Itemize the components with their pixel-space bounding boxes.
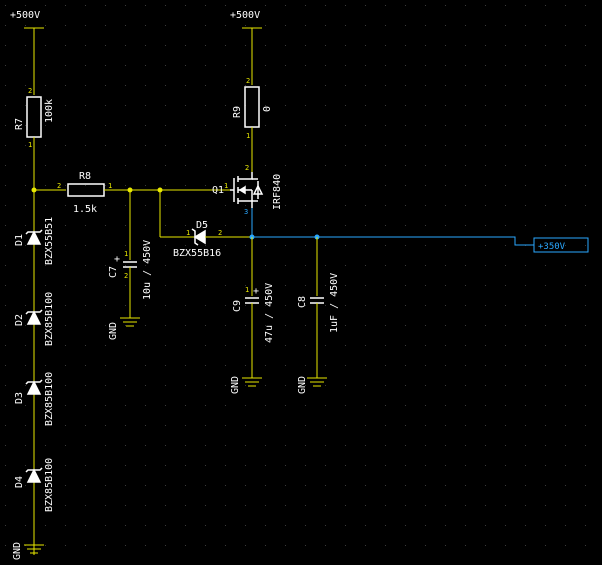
r9-ref: R9 [232,106,243,118]
zener-d4[interactable]: D4 BZX85B100 [14,458,55,512]
q1-drain [238,172,253,180]
r7-body [26,96,42,138]
r8-pin1: 1 [108,182,112,190]
d3-triangle [26,380,42,395]
d2-triangle [26,310,42,325]
d4-triangle [26,468,42,483]
q1-ref: Q1 [212,185,224,196]
r9-body [244,86,260,128]
supply-rail-right: +500V [230,10,262,85]
d5-pin2: 2 [218,229,222,237]
q1-pin1: 1 [224,182,228,190]
d2-bar [25,309,43,315]
ground-c7: GND [108,317,140,340]
vplus-right-label: +500V [230,10,260,21]
zener-d2[interactable]: D2 BZX85B100 [14,292,55,346]
net-label-box [533,237,589,253]
d5-ref: D5 [196,220,208,231]
r7-ref: R7 [14,118,25,130]
c7-ref: C7 [108,266,119,278]
d1-part: BZX55B51 [44,217,55,265]
zener-d3[interactable]: D3 BZX85B100 [14,372,55,426]
c9-plus: + [253,286,259,297]
ground-c8: GND [297,376,327,394]
net-label-350v[interactable]: +350V [533,237,589,253]
c9-gnd-label: GND [230,376,241,394]
d5-pin1: 1 [186,229,190,237]
r9-value: 0 [262,106,273,112]
c9-pin1: 1 [245,286,249,294]
d4-part: BZX85B100 [44,458,55,512]
r8-ref: R8 [79,171,91,182]
d3-ref: D3 [14,392,25,404]
r7-value: 100k [44,99,55,123]
q1-part: IRF840 [272,174,283,210]
d5-part: BZX55B16 [173,248,221,259]
c7-gnd-label: GND [108,322,119,340]
c7-pin1: 1 [124,250,128,258]
vplus-left-label: +500V [10,10,40,21]
capacitor-c9[interactable]: + 1 C9 47u / 450V [232,283,275,343]
d1-bar [25,229,43,235]
d3-bar [25,379,43,385]
c7-pin2: 2 [124,272,128,280]
net-label-text: +350V [538,242,566,252]
d5-bar [191,228,199,246]
left-gnd-label: GND [12,542,23,560]
d3-part: BZX85B100 [44,372,55,426]
d5-triangle [193,229,206,245]
ground-left: GND [12,542,44,560]
mosfet-q1[interactable]: Q1 IRF840 2 1 3 [212,164,283,216]
supply-rail-left: +500V [10,10,44,95]
q1-pin3: 3 [244,208,248,216]
q1-source [238,200,253,208]
c8-gnd-label: GND [297,376,308,394]
ground-c9: GND [230,376,262,394]
q1-diode [252,184,264,195]
c7-plus: + [114,254,120,265]
d1-ref: D1 [14,234,25,246]
wire-output-net [252,236,534,246]
resistor-r8[interactable]: R8 1.5k 2 1 [57,171,112,215]
zener-d1[interactable]: D1 BZX55B51 [14,217,55,265]
c8-value: 1uF / 450V [329,273,340,333]
r8-value: 1.5k [73,204,97,215]
r7-pin2: 2 [28,87,32,95]
d2-ref: D2 [14,314,25,326]
r9-pin2: 2 [246,77,250,85]
r8-pin2: 2 [57,182,61,190]
c9-ref: C9 [232,300,243,312]
zener-d5[interactable]: D5 BZX55B16 1 2 [173,220,222,259]
q1-arrow [238,185,246,195]
q1-pin2: 2 [245,164,249,172]
d2-part: BZX85B100 [44,292,55,346]
r9-pin1: 1 [246,132,250,140]
capacitor-c8[interactable]: C8 1uF / 450V [297,273,340,333]
c9-value: 47u / 450V [264,283,275,343]
d4-ref: D4 [14,476,25,488]
grid-dots [5,5,586,546]
r7-pin1: 1 [28,141,32,149]
d1-triangle [26,230,42,245]
c8-ref: C8 [297,296,308,308]
d4-bar [25,467,43,473]
c7-value: 10u / 450V [142,240,153,300]
